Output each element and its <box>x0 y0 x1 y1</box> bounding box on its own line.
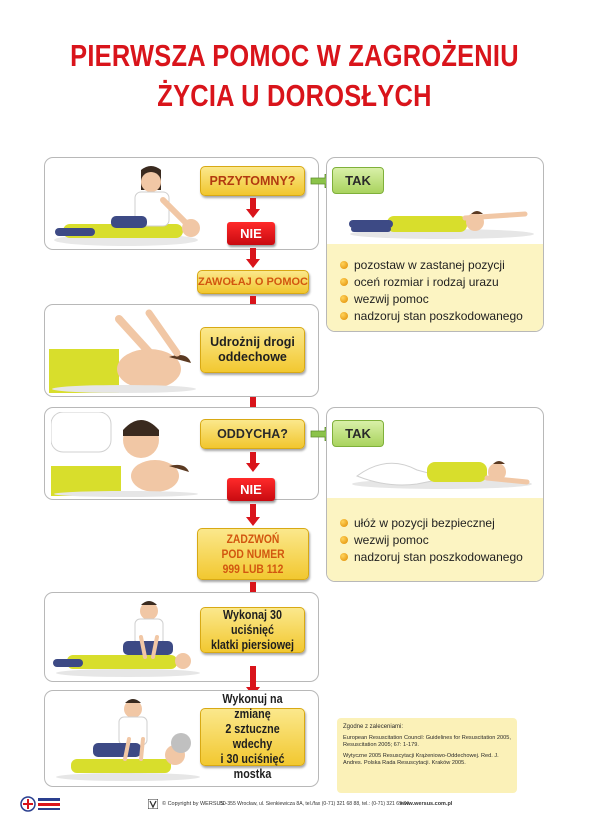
arrow-down-icon <box>246 198 260 218</box>
no-badge-1: NIE <box>227 222 275 245</box>
list-item: ułóż w pozycji bezpiecznej <box>340 515 523 532</box>
footer-copyright: © Copyright by WERSUS <box>162 801 225 807</box>
yes-badge-2: TAK <box>332 420 384 447</box>
illustration-look-listen-feel <box>51 412 198 497</box>
no-label-2: NIE <box>240 482 262 497</box>
step-conscious-label: PRZYTOMNY? <box>209 174 296 188</box>
panel-yes-1 <box>326 157 544 332</box>
call-number-line1: ZADZWOŃ <box>226 531 280 546</box>
airway-line2: oddechowe <box>218 350 287 364</box>
yes-label-2: TAK <box>345 426 371 441</box>
illustration-head-tilt <box>49 309 196 393</box>
references-box: Zgodne z zaleceniami: European Resuscita… <box>337 718 517 793</box>
list-item: oceń rozmiar i rodzaj urazu <box>340 274 523 291</box>
alternate-box: Wykonuj na zmianę 2 sztuczne wdechy i 30… <box>200 692 305 781</box>
footer-address: 50-355 Wrocław, ul. Sienkiewicza 8A, tel… <box>220 801 409 807</box>
footer-website: www.wersus.com.pl <box>400 801 453 807</box>
illustration-lying-person <box>349 211 534 239</box>
arrow-down-icon <box>246 248 260 268</box>
call-number-line3: 999 LUB 112 <box>222 561 284 576</box>
reference-1: European Resuscitation Council: Guidelin… <box>343 735 511 749</box>
page-title-line1: PIERWSZA POMOC W ZAGROŻENIU <box>70 38 519 73</box>
footer: © Copyright by WERSUS 50-355 Wrocław, ul… <box>0 792 589 816</box>
reference-2: Wytyczne 2005 Resuscytacji Krążeniowo-Od… <box>343 752 499 766</box>
call-help-label: ZAWOŁAJ O POMOC <box>198 276 308 288</box>
yes-1-bullet-list: pozostaw w zastanej pozycji oceń rozmiar… <box>340 257 523 325</box>
list-item: pozostaw w zastanej pozycji <box>340 257 523 274</box>
call-number-line2: POD NUMER <box>221 546 285 561</box>
arrow-down-icon <box>246 452 260 472</box>
alternate-line2: 2 sztuczne wdechy <box>225 722 280 751</box>
yes-2-bullet-list: ułóż w pozycji bezpiecznej wezwij pomoc … <box>340 515 523 566</box>
call-number-box: ZADZWOŃ POD NUMER 999 LUB 112 <box>197 528 309 580</box>
call-help-box: ZAWOŁAJ O POMOC <box>197 270 309 294</box>
list-item: wezwij pomoc <box>340 291 523 308</box>
organization-logo <box>20 796 60 812</box>
illustration-chest-compressions <box>53 601 200 677</box>
list-item: nadzoruj stan poszkodowanego <box>340 308 523 325</box>
illustration-cpr-two-rescuers <box>56 699 200 781</box>
compressions-line1: Wykonaj 30 uciśnięć <box>223 607 282 637</box>
page-title-line2: ŻYCIA U DOROSŁYCH <box>157 78 432 113</box>
illustration-recovery-position <box>352 461 532 489</box>
arrow-down-icon <box>246 504 260 526</box>
alternate-line1: Wykonuj na zmianę <box>222 692 283 721</box>
no-label-1: NIE <box>240 226 262 241</box>
airway-box: Udrożnij drogi oddechowe <box>200 327 305 373</box>
wersus-logo-icon <box>148 799 158 809</box>
yes-label-1: TAK <box>345 173 371 188</box>
compressions-line2: klatki piersiowej <box>210 637 295 652</box>
step-breathing-label: ODDYCHA? <box>217 427 288 441</box>
step-conscious-box: PRZYTOMNY? <box>200 166 305 196</box>
compressions-box: Wykonaj 30 uciśnięć klatki piersiowej <box>200 607 305 653</box>
airway-line1: Udrożnij drogi <box>210 335 295 349</box>
illustration-check-consciousness <box>54 166 200 246</box>
list-item: nadzoruj stan poszkodowanego <box>340 549 523 566</box>
no-badge-2: NIE <box>227 478 275 501</box>
references-heading: Zgodne z zaleceniami: <box>343 724 404 730</box>
step-breathing-box: ODDYCHA? <box>200 419 305 449</box>
alternate-line3: i 30 uciśnięć mostka <box>220 752 285 781</box>
arrow-down-icon <box>246 666 260 696</box>
list-item: wezwij pomoc <box>340 532 523 549</box>
yes-badge-1: TAK <box>332 167 384 194</box>
